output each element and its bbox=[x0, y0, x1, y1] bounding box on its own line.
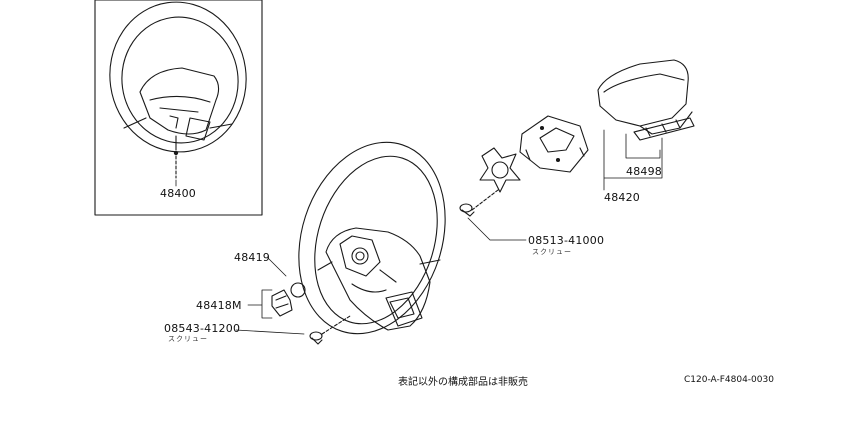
pad-disc bbox=[290, 282, 306, 298]
inset-frame bbox=[94, 0, 263, 216]
label-08513-41000: 08513-41000 bbox=[528, 234, 605, 247]
footer-note: 表記以外の構成部品は非販売 bbox=[398, 377, 528, 388]
screw-large bbox=[459, 189, 499, 217]
note-screw-small: スクリュー bbox=[168, 335, 208, 343]
main-steering-wheel bbox=[298, 141, 446, 335]
label-48400: 48400 bbox=[160, 187, 196, 200]
label-08543-41200: 08543-41200 bbox=[164, 322, 241, 335]
label-48419: 48419 bbox=[234, 251, 270, 264]
spacer bbox=[271, 289, 293, 317]
note-screw-large: スクリュー bbox=[532, 248, 572, 256]
inset-steering-wheel bbox=[109, 1, 247, 179]
leader-lines bbox=[175, 129, 663, 335]
screw-small bbox=[309, 315, 351, 345]
pad-cover bbox=[597, 59, 695, 141]
horn-ring bbox=[479, 147, 521, 193]
drawing-code: C120-A-F4804-0030 bbox=[684, 375, 774, 385]
label-48498: 48498 bbox=[626, 165, 662, 178]
label-48418m: 48418M bbox=[196, 299, 242, 312]
mounting-plate bbox=[519, 115, 589, 173]
label-48420: 48420 bbox=[604, 191, 640, 204]
